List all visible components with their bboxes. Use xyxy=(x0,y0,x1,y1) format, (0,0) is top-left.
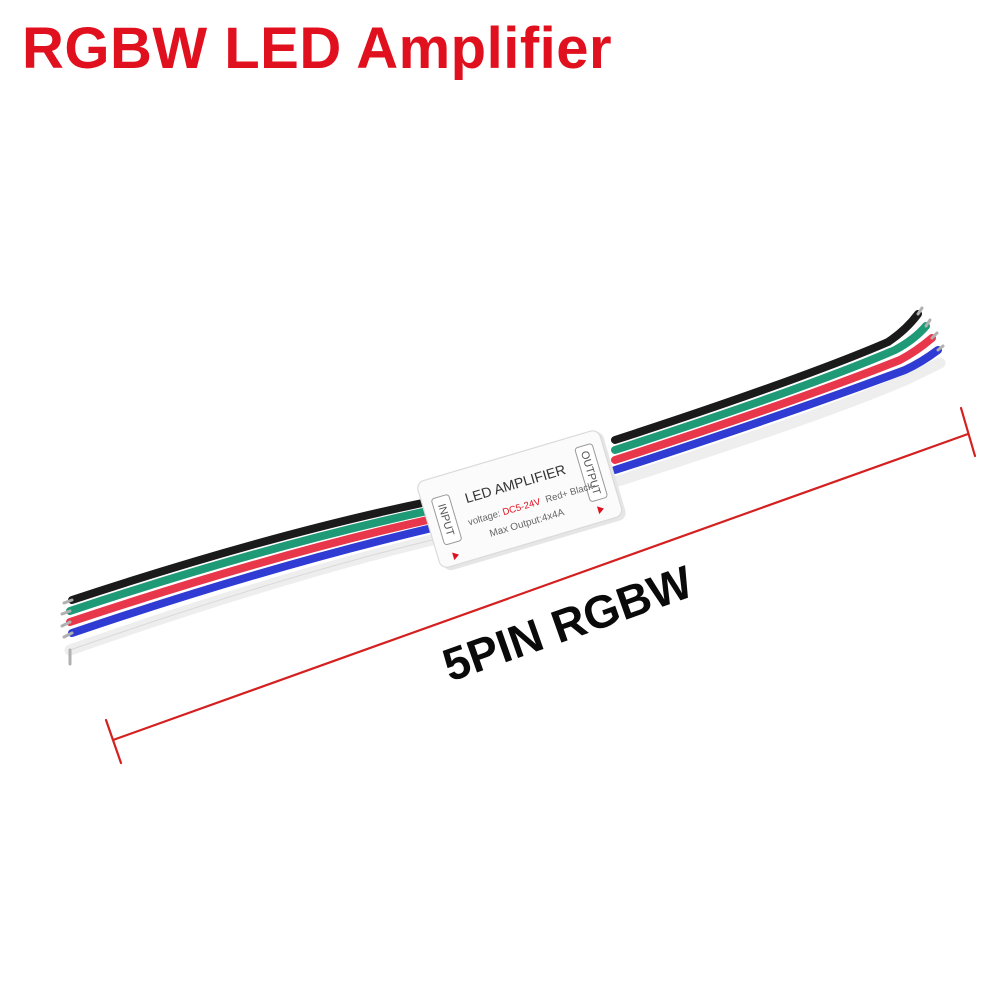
dimension-left-tick xyxy=(104,718,123,765)
right-wire-green xyxy=(611,322,930,454)
input-arrow-icon xyxy=(452,552,459,561)
left-wire-red xyxy=(66,515,436,626)
dimension-right-tick xyxy=(959,406,977,458)
right-wire-white xyxy=(609,357,946,488)
module-body xyxy=(417,430,623,568)
page-title: RGBW LED Amplifier xyxy=(22,16,613,81)
left-wire-blue xyxy=(68,524,436,637)
left-cable-bundle xyxy=(64,497,438,656)
output-arrow-icon xyxy=(596,506,604,515)
cable-spec-label: 5PIN RGBW xyxy=(436,555,700,691)
left-wire-tips xyxy=(60,598,74,666)
left-wire-white-edge xyxy=(69,539,433,651)
dimension-line xyxy=(104,406,977,765)
right-wire-black xyxy=(611,310,922,444)
right-wire-blue xyxy=(611,346,942,474)
right-cable-bundle xyxy=(609,310,946,488)
amplifier-module: INPUT OUTPUT LED AMPLIFIER voltage: DC5-… xyxy=(417,430,626,571)
right-wire-tips xyxy=(916,306,945,352)
dimension-main-line xyxy=(111,432,970,742)
left-wire-black xyxy=(68,497,436,604)
left-wire-green xyxy=(66,506,436,615)
right-wire-red xyxy=(611,334,936,464)
